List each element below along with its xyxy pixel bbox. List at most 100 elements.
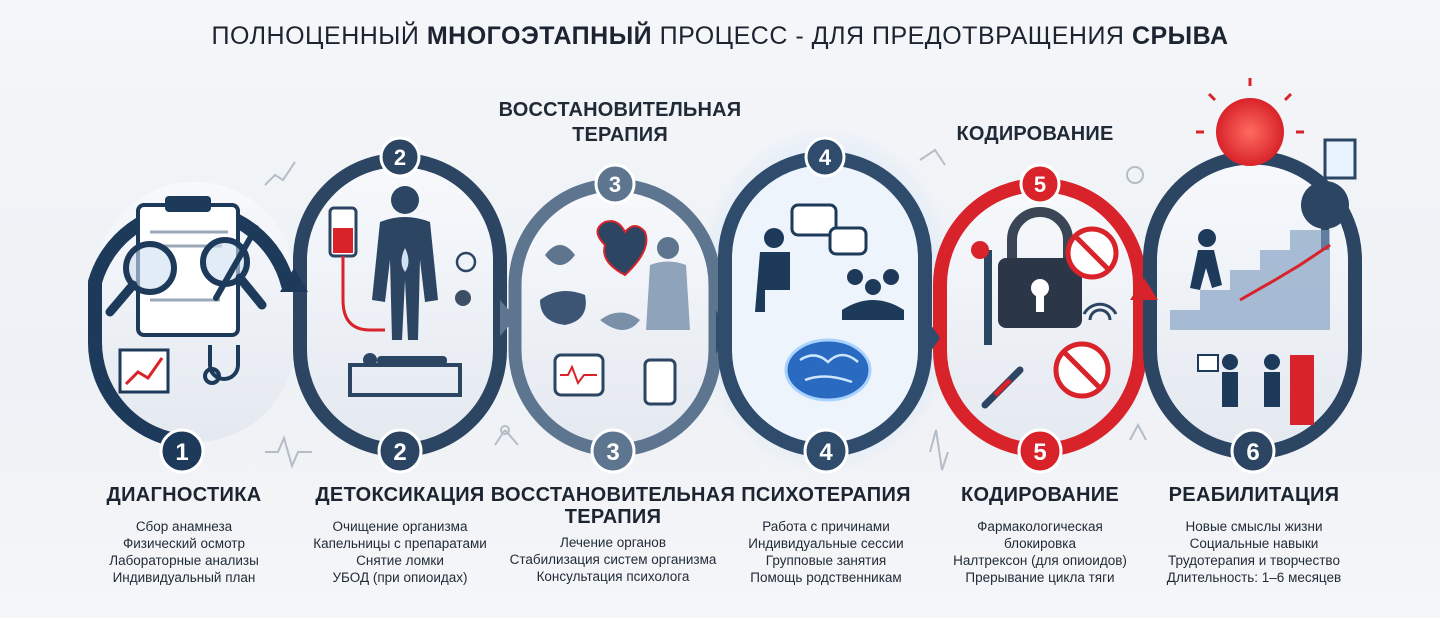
tree-icon [1301,181,1349,229]
stage-1-item: Индивидуальный план [112,570,256,585]
arrow-right-icon [500,300,516,336]
badge-top-4-text: 4 [819,145,832,170]
growth-arrow-icon [1239,243,1331,302]
stage-4-item: Индивидуальные сессии [748,536,904,551]
stage-3-top-label-line-2: ТЕРАПИЯ [572,124,668,146]
badge-top-2 [379,136,421,178]
group-icon [847,269,863,285]
stage-1-name: ДИАГНОСТИКА [106,484,262,506]
body-icon [657,237,679,259]
molecule-icon [500,425,510,435]
pen-icon [213,225,259,301]
stairs-icon [1170,230,1330,330]
people-icon [1222,354,1238,370]
title-bold-1: МНОГОЭТАПНЫЙ [426,22,653,50]
stage-6-item: Социальные навыки [1189,536,1319,551]
monitor-icon [553,353,605,397]
signal-icon [1082,302,1118,321]
stage-3-illustration [540,220,690,406]
stage-2-illustration [328,186,477,397]
stage-4-illustration [755,203,904,402]
virus-icon [455,290,471,306]
stage-5-illustration [971,207,1119,409]
stage-2-name: ДЕТОКСИКАЦИЯ [315,484,485,506]
title-part-1: ПОЛНОЦЕННЫЙ [211,22,427,50]
stage-1-text: ДИАГНОСТИКА Сбор анамнеза Физический осм… [74,484,294,586]
liver-icon [540,291,586,325]
stage-5-item: Фармакологическая [977,519,1103,534]
stage-1-item: Сбор анамнеза [135,519,233,534]
badge-6 [1230,428,1276,474]
stage-2-item: Очищение организма [332,519,468,534]
brain-icon [784,338,872,402]
face-icon [455,251,477,273]
badge-top-5 [1019,163,1061,205]
badge-5-text: 5 [1033,439,1046,466]
connector-arrows [280,268,1158,358]
stage-6-item: Новые смыслы жизни [1185,519,1323,534]
badge-5 [1017,428,1063,474]
speech-bubble-icon [790,203,838,237]
badge-top-3 [594,163,636,205]
stage-5-item: Налтрексон (для опиоидов) [953,553,1127,568]
lock-icon [1007,207,1073,260]
badge-top-2-text: 2 [394,145,406,170]
badge-2 [377,428,423,474]
stage-6-name: РЕАБИЛИТАЦИЯ [1168,484,1340,506]
stage-5-text: КОДИРОВАНИЕ Фармакологическая блокировка… [930,484,1150,586]
stage-6-illustration [1170,78,1357,425]
badge-3 [590,428,636,474]
stage-4-text: ПСИХОТЕРАПИЯ Работа с причинами Индивиду… [716,484,936,586]
stage-6-text: РЕАБИЛИТАЦИЯ Новые смыслы жизни Социальн… [1144,484,1364,586]
stage-2-text: ДЕТОКСИКАЦИЯ Очищение организма Капельни… [290,484,510,586]
stage-1-item: Лабораторные анализы [109,553,259,568]
badge-top-5-text: 5 [1034,172,1046,197]
top-badges: 2 3 4 5 [379,136,1061,205]
badge-4 [803,428,849,474]
window-icon [1323,138,1357,180]
page-title: ПОЛНОЦЕННЫЙ МНОГОЭТАПНЫЙ ПРОЦЕСС - ДЛЯ П… [0,22,1440,51]
stage-4-loop [718,151,932,457]
stage-4-item: Помощь родственникам [750,570,902,585]
easel-icon [1197,354,1219,372]
badge-top-3-text: 3 [609,172,621,197]
stage-5-name: КОДИРОВАНИЕ [960,484,1120,506]
network-icon [919,148,946,166]
stage-1-item: Физический осмотр [122,536,245,551]
stage-6-item: Длительность: 1–6 месяцев [1166,570,1342,585]
badge-2-text: 2 [393,439,406,466]
badge-3-text: 3 [606,439,619,466]
stage-3-item: Консультация психолога [536,569,690,584]
badge-top-4 [804,136,846,178]
stage-1-illustration [105,196,267,394]
title-part-2: ПРОЦЕСС - ДЛЯ ПРЕДОТВРАЩЕНИЯ [652,22,1132,50]
magnifier-icon [123,241,177,295]
badge-4-text: 4 [819,439,833,466]
stage-5-top-label: КОДИРОВАНИЕ [956,123,1114,145]
stage-2-item: Капельницы с препаратами [313,536,487,551]
stage-4-item: Групповые занятия [765,553,887,568]
badge-6-text: 6 [1246,439,1259,466]
person-icon [391,186,419,214]
arrow-up-icon [280,268,308,292]
chart-icon [118,348,170,394]
stage-4-item: Работа с причинами [762,519,890,534]
stage-6-item: Трудотерапия и творчество [1168,553,1340,568]
stage-3-item: Стабилизация систем организма [509,552,717,567]
stage-3-name-line-2: ТЕРАПИЯ [564,506,662,528]
door-icon [1290,355,1314,425]
patient-icon [764,228,784,248]
decorative-icons [264,148,1147,471]
stage-3-item: Лечение органов [559,535,666,550]
stage-3-text: ВОССТАНОВИТЕЛЬНАЯ ТЕРАПИЯ Лечение органо… [488,484,738,585]
stage-3-top-label: ВОССТАНОВИТЕЛЬНАЯ ТЕРАПИЯ [470,98,770,148]
bulb-icon [1126,166,1144,184]
stage-2-item: Снятие ломки [356,553,444,568]
trend-icon [264,161,296,186]
arrow-up-icon [1130,278,1158,300]
speech-bubble-icon [828,226,868,256]
kidney-icon [600,312,640,330]
heart-icon [596,220,648,277]
sun-icon [1216,98,1284,166]
